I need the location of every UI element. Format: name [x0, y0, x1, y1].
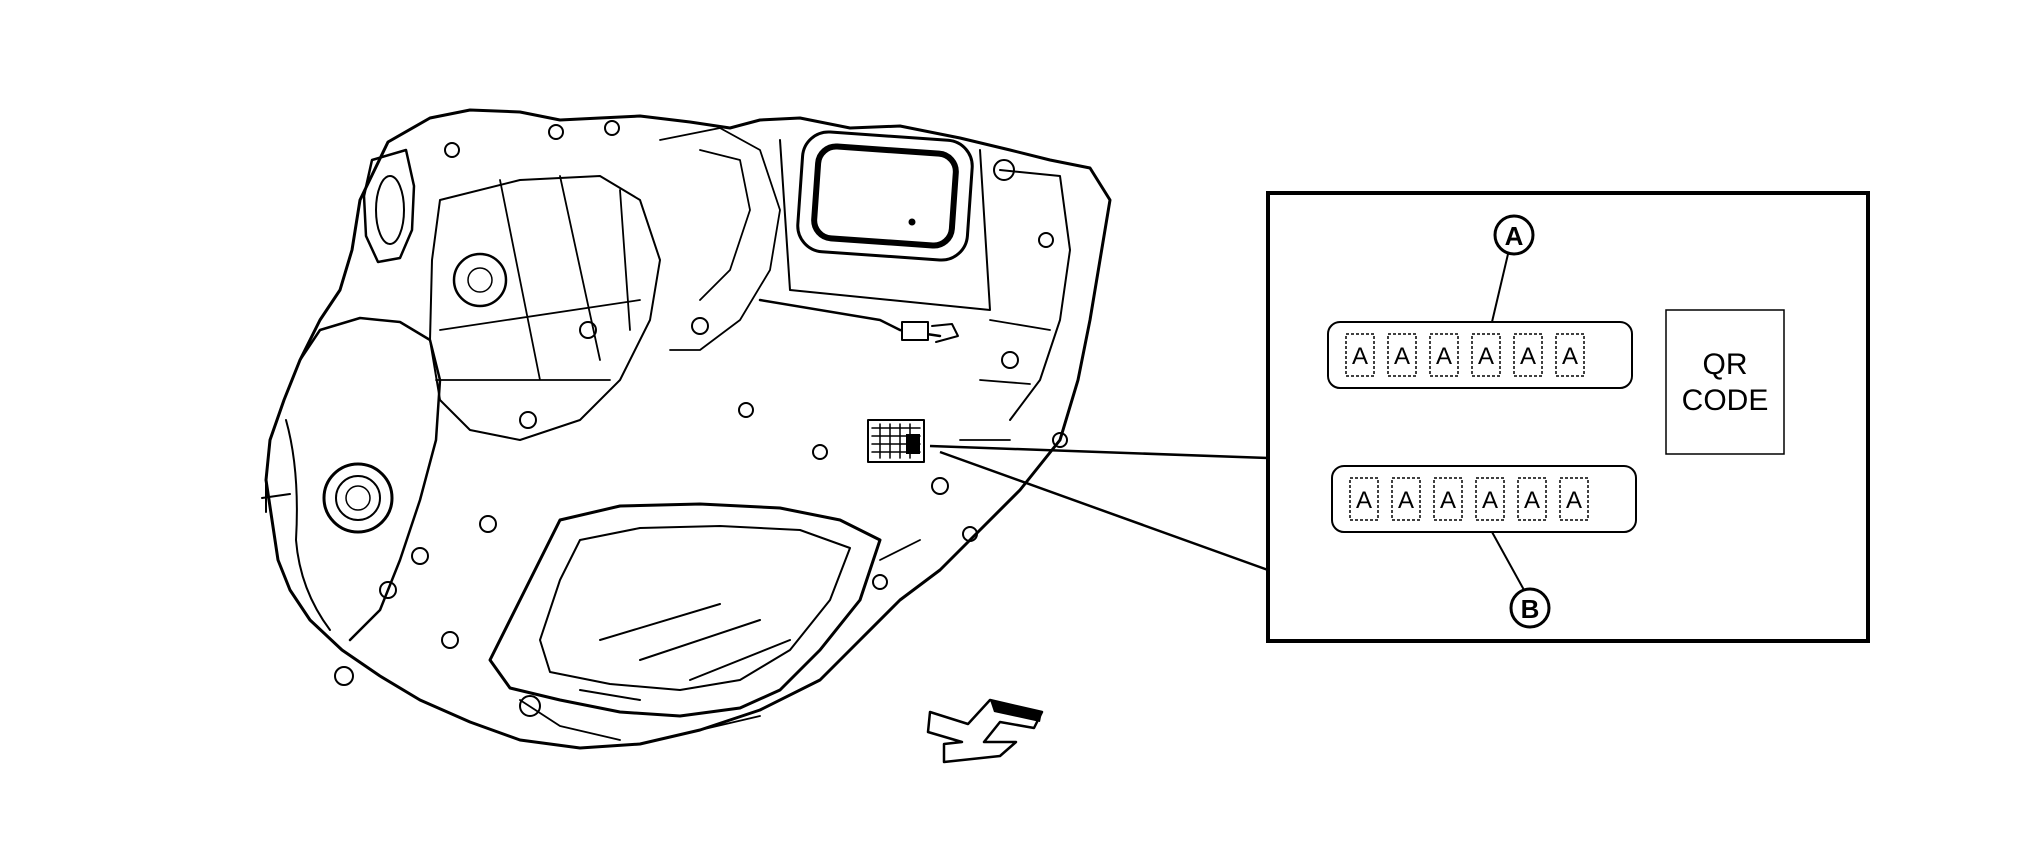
leader-lines — [929, 444, 1269, 572]
callout-b-circle — [1509, 587, 1551, 629]
label-a-char: A — [1562, 343, 1578, 370]
qr-code-line2: CODE — [1682, 384, 1769, 417]
transaxle-illustration — [261, 108, 1112, 750]
label-b-char: A — [1398, 487, 1414, 514]
label-a-char: A — [1520, 343, 1536, 370]
label-b-char: A — [1524, 487, 1540, 514]
label-a-char: A — [1478, 343, 1494, 370]
label-b-char-boxes — [1349, 477, 1589, 521]
detail-view-box: A A A A A A A QR — [1266, 191, 1870, 643]
qr-code-box: QR CODE — [1665, 309, 1785, 455]
label-row-a: A A A A A A — [1327, 321, 1633, 389]
callout-b-letter: B — [1521, 594, 1540, 624]
label-b-char: A — [1356, 487, 1372, 514]
id-label-plate — [867, 419, 925, 463]
callout-a-circle — [1493, 214, 1535, 256]
label-a-char-boxes — [1345, 333, 1585, 377]
callout-a-letter: A — [1505, 221, 1524, 251]
label-a-char: A — [1352, 343, 1368, 370]
label-a-char: A — [1436, 343, 1452, 370]
direction-arrow-icon — [926, 698, 1044, 764]
label-a-char: A — [1394, 343, 1410, 370]
label-b-char: A — [1566, 487, 1582, 514]
qr-code-line1: QR — [1703, 348, 1748, 381]
label-b-char: A — [1482, 487, 1498, 514]
label-b-char: A — [1440, 487, 1456, 514]
label-row-b: A A A A A A — [1331, 465, 1637, 533]
